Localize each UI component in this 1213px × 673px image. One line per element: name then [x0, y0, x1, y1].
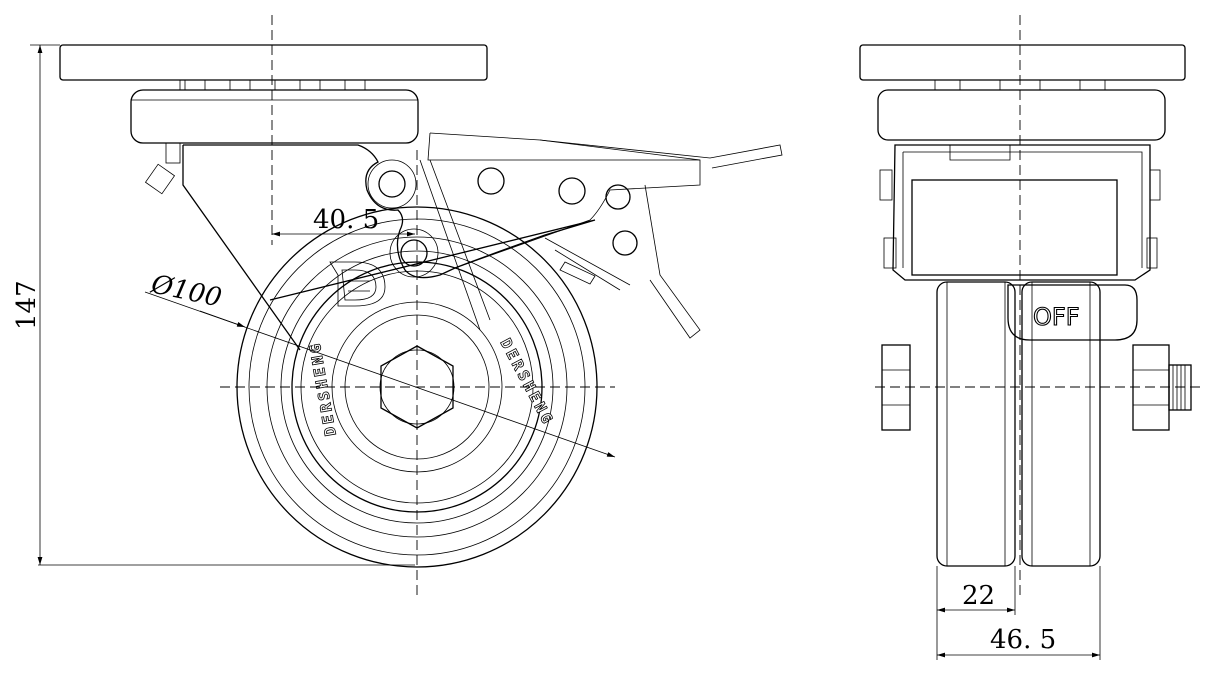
total-width-dim: 46. 5	[990, 625, 1056, 655]
top-plate	[59, 44, 488, 81]
grease-nipple	[144, 142, 181, 195]
offset-dim: 40. 5	[313, 205, 379, 235]
front-fork	[879, 144, 1161, 281]
fork	[182, 144, 596, 351]
height-dim: 147	[12, 280, 42, 330]
brake-label: OFF	[1033, 303, 1080, 331]
swivel-housing	[130, 89, 419, 144]
twin-wheels	[936, 281, 1101, 567]
diameter-dim: Ø100	[148, 269, 225, 313]
axle	[881, 344, 1192, 431]
pivot-holes	[367, 159, 638, 278]
brake-lever	[419, 132, 783, 339]
brake-pad	[1007, 284, 1138, 341]
front-top-plate	[859, 44, 1186, 81]
front-view: OFF 22 46. 5	[859, 15, 1200, 660]
bearing-ring	[179, 79, 366, 91]
tread-width-dim: 22	[962, 581, 995, 611]
side-view: DERSHENG DERSHENG 40. 5 Ø100 147	[12, 15, 783, 595]
front-swivel-housing	[877, 89, 1166, 141]
